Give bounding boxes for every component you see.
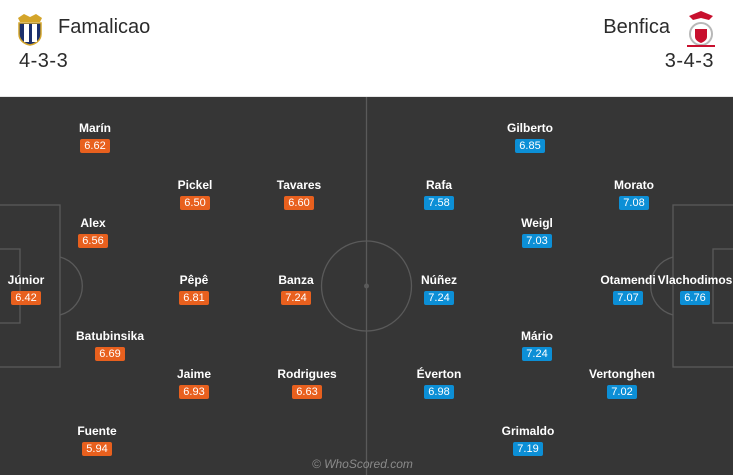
player-name: Júnior xyxy=(7,273,45,287)
player-name: Mário xyxy=(520,329,553,343)
whoscored-watermark: © WhoScored.com xyxy=(312,457,413,471)
player-card[interactable]: Tavares 6.60 xyxy=(259,178,339,211)
player-name: Weigl xyxy=(521,216,553,230)
player-name: Rafa xyxy=(425,178,452,192)
player-rating: 6.98 xyxy=(424,385,454,399)
player-name: Vlachodimos xyxy=(657,273,733,287)
player-name: Pickel xyxy=(177,178,213,192)
player-name: Grimaldo xyxy=(501,424,555,438)
player-card[interactable]: Gilberto 6.85 xyxy=(490,121,570,154)
player-rating: 6.93 xyxy=(179,385,209,399)
player-rating: 6.69 xyxy=(95,347,125,361)
player-rating: 7.03 xyxy=(522,234,552,248)
player-card[interactable]: Núñez 7.24 xyxy=(399,273,479,306)
pitch: Júnior 6.42 Marín 6.62 Alex 6.56 Batubin… xyxy=(0,97,733,475)
match-header: Famalicao 4-3-3 Benfica 3-4-3 xyxy=(0,0,733,97)
away-team-name: Benfica xyxy=(603,16,670,38)
player-rating: 7.24 xyxy=(424,291,454,305)
player-card[interactable]: Rafa 7.58 xyxy=(399,178,479,211)
player-name: Jaime xyxy=(176,367,212,381)
benfica-crest-icon xyxy=(687,11,715,47)
player-name: Marín xyxy=(78,121,111,135)
player-rating: 6.63 xyxy=(292,385,322,399)
player-name: Éverton xyxy=(416,367,462,381)
player-name: Vertonghen xyxy=(588,367,655,381)
player-rating: 6.81 xyxy=(179,291,209,305)
player-rating: 6.85 xyxy=(515,139,545,153)
home-formation: 4-3-3 xyxy=(19,50,69,72)
player-name: Banza xyxy=(278,273,314,287)
player-rating: 6.50 xyxy=(180,196,210,210)
player-card[interactable]: Vertonghen 7.02 xyxy=(582,367,662,400)
player-rating: 6.60 xyxy=(284,196,314,210)
player-card[interactable]: Rodrigues 6.63 xyxy=(267,367,347,400)
player-name: Morato xyxy=(614,178,654,192)
player-card[interactable]: Mário 7.24 xyxy=(497,329,577,362)
player-rating: 7.58 xyxy=(424,196,454,210)
player-rating: 7.02 xyxy=(607,385,637,399)
famalicao-crest-icon xyxy=(18,14,42,46)
player-card[interactable]: Weigl 7.03 xyxy=(497,216,577,249)
player-card[interactable]: Banza 7.24 xyxy=(256,273,336,306)
player-card[interactable]: Grimaldo 7.19 xyxy=(488,424,568,457)
player-rating: 6.76 xyxy=(680,291,710,305)
home-team-name: Famalicao xyxy=(58,16,151,38)
player-card[interactable]: Éverton 6.98 xyxy=(399,367,479,400)
player-card[interactable]: Batubinsika 6.69 xyxy=(70,329,150,362)
player-card[interactable]: Vlachodimos 6.76 xyxy=(655,273,733,306)
player-rating: 6.42 xyxy=(11,291,41,305)
player-rating: 7.07 xyxy=(613,291,643,305)
player-card[interactable]: Fuente 5.94 xyxy=(57,424,137,457)
player-name: Fuente xyxy=(77,424,117,438)
away-formation: 3-4-3 xyxy=(664,50,714,72)
pitch-markings xyxy=(0,97,733,475)
player-name: Gilberto xyxy=(506,121,553,135)
player-rating: 7.24 xyxy=(522,347,552,361)
player-card[interactable]: Jaime 6.93 xyxy=(154,367,234,400)
player-rating: 6.62 xyxy=(80,139,110,153)
player-rating: 7.08 xyxy=(619,196,649,210)
player-name: Otamendi xyxy=(600,273,656,287)
player-card[interactable]: Pickel 6.50 xyxy=(155,178,235,211)
player-name: Batubinsika xyxy=(75,329,144,343)
player-card[interactable]: Alex 6.56 xyxy=(53,216,133,249)
player-rating: 7.24 xyxy=(281,291,311,305)
player-name: Alex xyxy=(80,216,106,230)
player-name: Rodrigues xyxy=(277,367,337,381)
player-rating: 5.94 xyxy=(82,442,112,456)
player-name: Tavares xyxy=(276,178,322,192)
player-card[interactable]: Pêpê 6.81 xyxy=(154,273,234,306)
player-card[interactable]: Júnior 6.42 xyxy=(0,273,66,306)
player-card[interactable]: Otamendi 7.07 xyxy=(588,273,668,306)
player-rating: 6.56 xyxy=(78,234,108,248)
player-name: Pêpê xyxy=(179,273,209,287)
player-card[interactable]: Marín 6.62 xyxy=(55,121,135,154)
player-card[interactable]: Morato 7.08 xyxy=(594,178,674,211)
player-name: Núñez xyxy=(421,273,457,287)
player-rating: 7.19 xyxy=(513,442,543,456)
